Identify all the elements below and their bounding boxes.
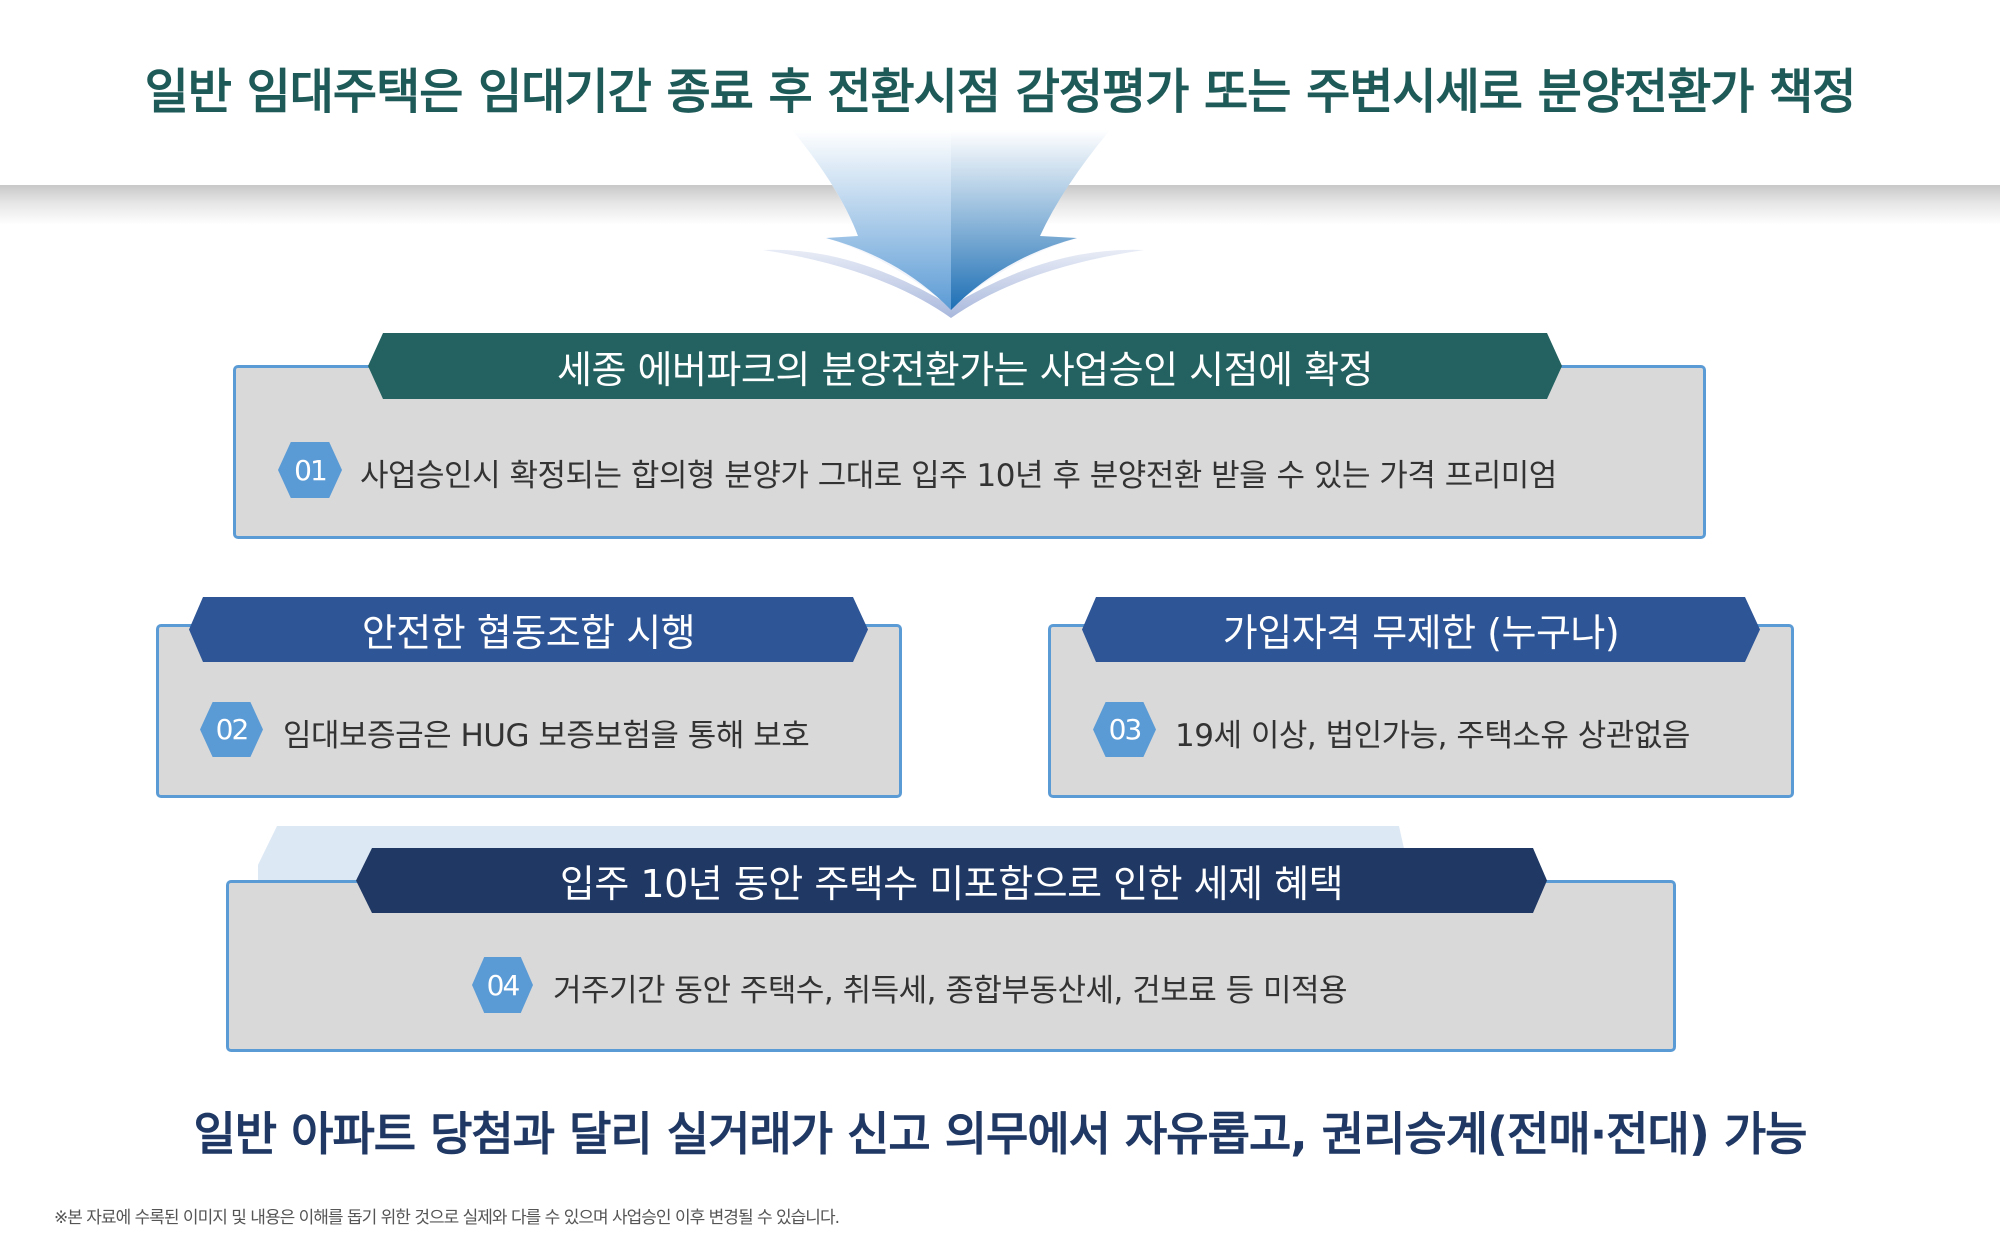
- hexagon-badge-icon: 04: [472, 957, 533, 1013]
- conclusion-heading: 일반 아파트 당첨과 달리 실거래가 신고 의무에서 자유롭고, 권리승계(전매…: [193, 1107, 1807, 1161]
- hexagon-badge-icon: 02: [200, 702, 263, 757]
- disclaimer-footnote: ※본 자료에 수록된 이미지 및 내용은 이해를 돕기 위한 것으로 실제와 다…: [54, 1208, 840, 1228]
- hexagon-badge-icon: 01: [278, 442, 342, 498]
- hexagon-badge-icon: 03: [1093, 702, 1156, 757]
- section-2-banner: 안전한 협동조합 시행: [189, 597, 868, 662]
- section-4-number: 04: [486, 968, 521, 1002]
- section-1-text: 사업승인시 확정되는 합의형 분양가 그대로 입주 10년 후 분양전환 받을 …: [360, 458, 1557, 494]
- section-1-banner-text: 세종 에버파크의 분양전환가는 사업승인 시점에 확정: [556, 347, 1374, 392]
- section-1-number: 01: [294, 453, 328, 487]
- section-4-banner-text: 입주 10년 동안 주택수 미포함으로 인한 세제 혜택: [559, 862, 1344, 906]
- section-4-text: 거주기간 동안 주택수, 취득세, 종합부동산세, 건보료 등 미적용: [553, 973, 1348, 1009]
- section-3-banner-text: 가입자격 무제한 (누구나): [1222, 611, 1620, 655]
- section-2-text: 임대보증금은 HUG 보증보험을 통해 보호: [283, 718, 810, 754]
- section-2-banner-text: 안전한 협동조합 시행: [361, 611, 696, 655]
- section-3-number: 03: [1108, 713, 1143, 746]
- section-3-text: 19세 이상, 법인가능, 주택소유 상관없음: [1175, 718, 1690, 754]
- section-4-banner: 입주 10년 동안 주택수 미포함으로 인한 세제 혜택: [356, 848, 1547, 913]
- top-heading: 일반 임대주택은 임대기간 종료 후 전환시점 감정평가 또는 주변시세로 분양…: [144, 64, 1857, 120]
- down-arrow-icon: [763, 130, 1144, 318]
- section-2-number: 02: [215, 713, 250, 746]
- section-3-banner: 가입자격 무제한 (누구나): [1082, 597, 1760, 662]
- section-1-banner: 세종 에버파크의 분양전환가는 사업승인 시점에 확정: [368, 333, 1562, 399]
